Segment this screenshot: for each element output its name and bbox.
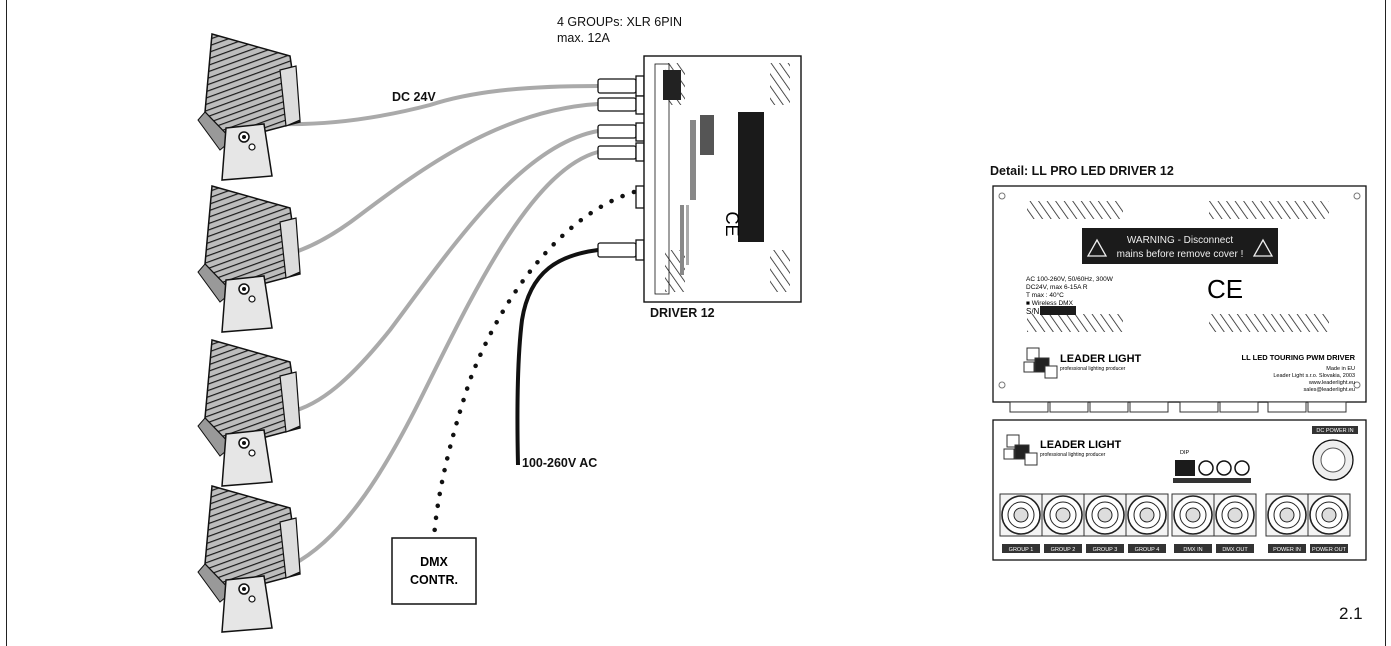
brand-logo-top: LEADER LIGHT professional lighting produ… — [1023, 347, 1142, 379]
frame-left-border — [6, 0, 7, 646]
connector-label-6: DMX OUT — [1222, 547, 1248, 553]
connector-note-line1: 4 GROUPs: XLR 6PIN — [557, 15, 683, 29]
made-in: Made in EU — [1326, 366, 1355, 372]
vent-slots-top-right — [1209, 201, 1329, 219]
cable-group-2 — [284, 102, 599, 257]
ac-mains-cable — [515, 248, 599, 466]
xlr-connector-6: DMX OUT — [1213, 493, 1257, 553]
spotlight-2 — [197, 185, 301, 333]
xlr-plugs — [597, 75, 645, 261]
ce-mark: CE — [1207, 274, 1243, 304]
dip-switch — [1175, 460, 1195, 476]
connector-label-2: GROUP 2 — [1051, 547, 1076, 553]
rotary-switches — [1198, 460, 1250, 476]
warning-text-line2: mains before remove cover ! — [1117, 249, 1244, 260]
xlr-connector-row: GROUP 1 GROUP 2 GROUP 3 GROUP 4 DMX IN DMX OU… — [999, 493, 1351, 553]
xlr-connector-2: GROUP 2 — [1041, 493, 1085, 553]
xlr-connector-1: GROUP 1 — [999, 493, 1043, 553]
dmx-controller-box — [391, 537, 477, 605]
top-right-label: DC POWER IN — [1316, 428, 1353, 434]
sn-field — [1040, 306, 1076, 315]
spec-line-3: T max : 40°C — [1026, 291, 1064, 299]
dc-voltage-label: DC 24V — [392, 90, 436, 104]
ac-voltage-label: 100-260V AC — [522, 456, 598, 470]
brand-tagline-top: professional lighting producer — [1060, 366, 1126, 372]
driver-label: DRIVER 12 — [650, 306, 715, 320]
xlr-plug-1 — [597, 78, 637, 94]
brand-name-bottom: LEADER LIGHT — [1040, 439, 1122, 451]
connector-label-8: POWER OUT — [1312, 547, 1347, 553]
connector-label-7: POWER IN — [1273, 547, 1301, 553]
connector-label-5: DMX IN — [1183, 547, 1202, 553]
xlr-connector-8: POWER OUT — [1307, 493, 1351, 553]
xlr-connector-4: GROUP 4 — [1125, 493, 1169, 553]
svg-text:CE: CE — [722, 211, 742, 236]
vent-slots-mid-right — [1209, 314, 1329, 332]
dmx-dotted-cable — [431, 189, 637, 541]
warning-label — [1082, 228, 1278, 264]
web-line: www.leaderlight.eu — [1308, 380, 1355, 386]
dmx-label-line1: DMX — [420, 555, 448, 569]
spotlight-3 — [197, 339, 301, 487]
bottom-edge-tabs — [1009, 401, 1347, 413]
connector-label-4: GROUP 4 — [1135, 547, 1160, 553]
dmx-label-line2: CONTR. — [410, 573, 458, 587]
company-line: Leader Light s.r.o. Slovakia, 2003 — [1273, 373, 1355, 379]
dip-label: DIP — [1180, 450, 1190, 456]
cable-group-4 — [291, 150, 599, 567]
brand-tagline-bottom: professional lighting producer — [1040, 452, 1106, 458]
connector-note-line2: max. 12A — [557, 31, 610, 45]
xlr-plug-4 — [597, 145, 637, 160]
driver-12-box: CE — [643, 55, 802, 303]
cable-group-1 — [281, 84, 599, 127]
detail-top-panel: WARNING - Disconnect mains before remove… — [992, 185, 1367, 413]
vent-slots-mid-left — [1027, 314, 1123, 332]
spec-line-2: DC24V, max 6-15A R — [1026, 284, 1088, 291]
email-line: sales@leaderlight.eu — [1304, 387, 1355, 393]
product-name: LL LED TOURING PWM DRIVER — [1242, 353, 1356, 362]
connector-label-3: GROUP 3 — [1093, 547, 1118, 553]
xlr-connector-3: GROUP 3 — [1083, 493, 1127, 553]
page-number: 2.1 — [1339, 604, 1363, 623]
spec-line-1: AC 100-260V, 50/60Hz, 300W — [1026, 276, 1114, 283]
xlr-connector-5: DMX IN — [1171, 493, 1215, 553]
brand-name-top: LEADER LIGHT — [1060, 353, 1142, 365]
spec-line-4: ■ Wireless DMX — [1026, 300, 1074, 307]
cable-group-3 — [289, 129, 599, 414]
brand-logo-bottom: LEADER LIGHT professional lighting produ… — [1003, 434, 1122, 466]
detail-connector-panel: LEADER LIGHT professional lighting produ… — [992, 419, 1367, 561]
xlr-plug-2 — [597, 97, 637, 112]
connector-label-1: GROUP 1 — [1009, 547, 1034, 553]
sn-label: S/N — [1026, 307, 1040, 316]
xlr-connector-7: POWER IN — [1265, 493, 1309, 553]
ac-plug — [597, 242, 637, 258]
warning-text-line1: WARNING - Disconnect — [1127, 235, 1234, 246]
spotlight-1 — [197, 33, 301, 181]
detail-title: Detail: LL PRO LED DRIVER 12 — [990, 164, 1174, 178]
vent-slots-top-left — [1027, 201, 1123, 219]
spotlight-4 — [197, 485, 301, 633]
dc-cables — [281, 84, 599, 567]
frame-right-border — [1385, 0, 1386, 646]
xlr-plug-3 — [597, 124, 637, 139]
